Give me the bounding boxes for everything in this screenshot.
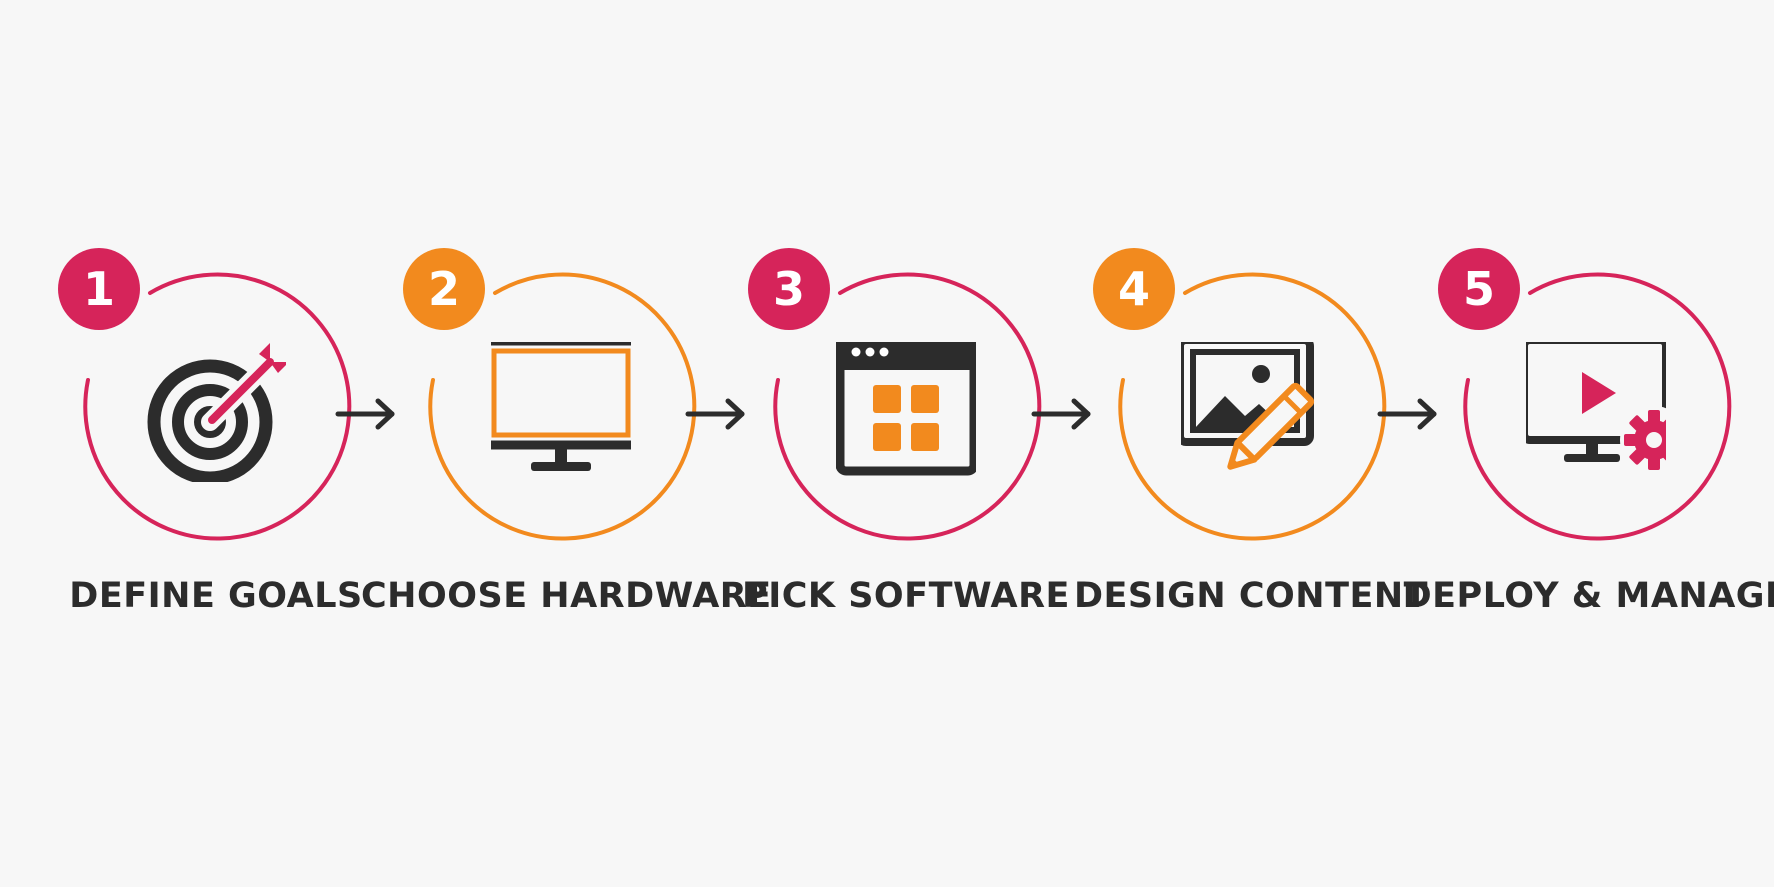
step-ring (1101, 262, 1401, 562)
step-ring (66, 262, 366, 562)
step-2: 2 CHOOSE HARDWARE (361, 248, 771, 622)
step-number-badge: 2 (403, 248, 485, 330)
step-5: 5 (1403, 248, 1774, 622)
arrow-icon (334, 393, 400, 435)
arrow-icon (1030, 393, 1096, 435)
image-edit-icon (1176, 336, 1321, 482)
step-3: 3 PICK SOFTWARE (742, 248, 1069, 622)
step-label: CHOOSE HARDWARE (361, 576, 772, 616)
step-ring (756, 262, 1056, 562)
step-number-badge: 3 (748, 248, 830, 330)
step-label: DEPLOY & MANAGE (1402, 576, 1774, 616)
app-window-icon (835, 334, 979, 482)
step-label: DEFINE GOALS (69, 576, 363, 616)
step-number-badge: 1 (58, 248, 140, 330)
step-number-badge: 4 (1093, 248, 1175, 330)
step-4: 4 DESIGN CONTENT (1074, 248, 1428, 622)
step-ring (1446, 262, 1746, 562)
step-label: DESIGN CONTENT (1073, 576, 1429, 616)
step-ring (411, 262, 711, 562)
arrow-icon (1376, 393, 1442, 435)
monitor-play-gear-icon (1520, 336, 1688, 482)
step-number-badge: 5 (1438, 248, 1520, 330)
step-1: 1 DEFINE GOALS (58, 248, 366, 622)
target-arrow-icon (146, 342, 289, 485)
arrow-icon (684, 393, 750, 435)
monitor-icon (479, 336, 643, 482)
step-label: PICK SOFTWARE (742, 576, 1070, 616)
